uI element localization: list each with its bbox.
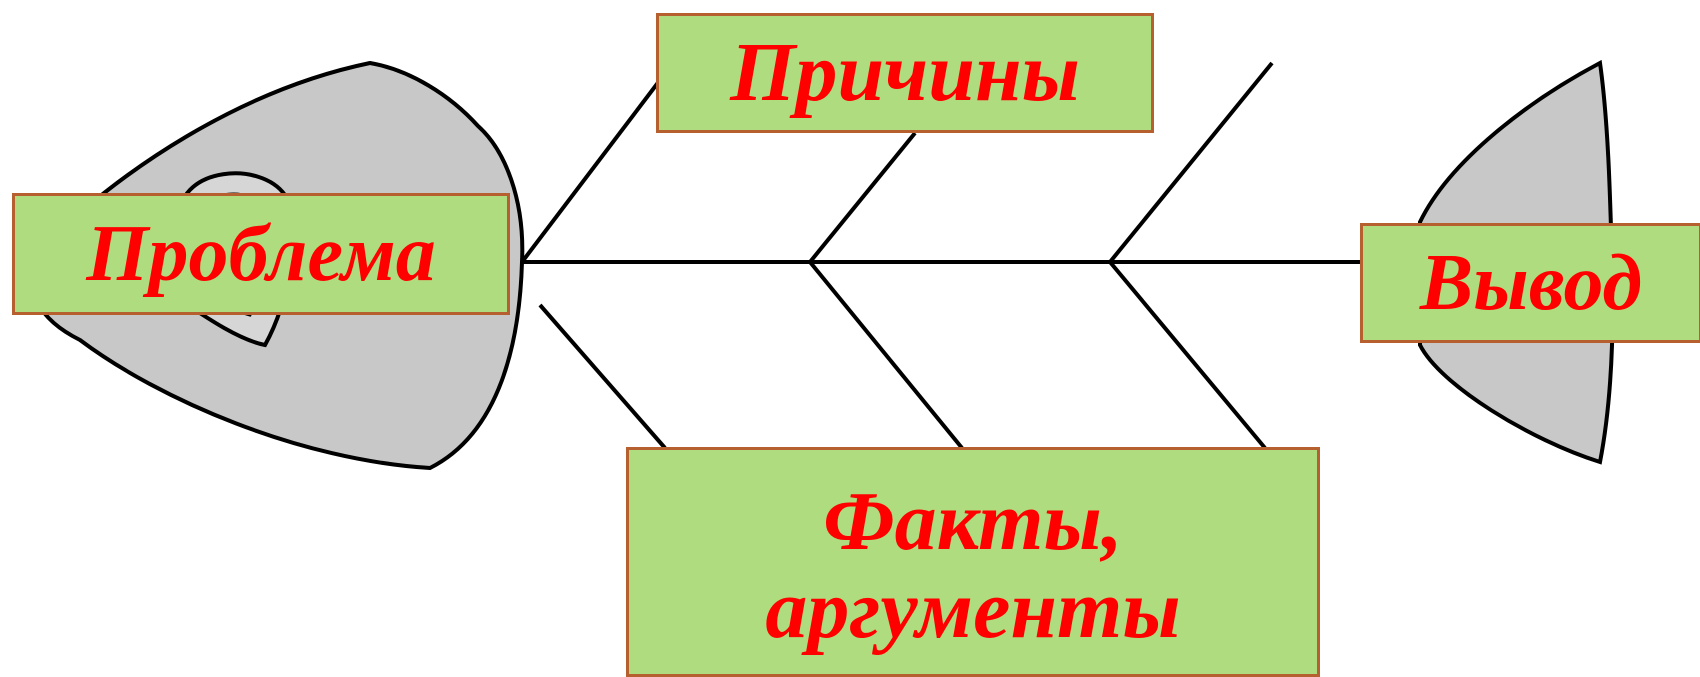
upper-bone-3 — [1108, 61, 1274, 264]
lower-bone-2 — [808, 260, 964, 450]
problem-label-box: Проблема — [12, 193, 510, 315]
result-label: Вывод — [1419, 239, 1643, 327]
lower-bone-1 — [538, 303, 667, 450]
facts-label-line-2: аргументы — [765, 563, 1181, 656]
lower-bone-3 — [1108, 260, 1267, 450]
result-label-box: Вывод — [1360, 223, 1700, 343]
facts-label-line-1: Факты, — [823, 474, 1123, 568]
causes-label-box: Причины — [656, 13, 1154, 133]
problem-label: Проблема — [86, 210, 436, 298]
upper-bone-2 — [808, 131, 917, 264]
causes-label: Причины — [730, 25, 1080, 119]
upper-bone-1 — [520, 78, 662, 264]
facts-label-box: Факты, аргументы — [626, 447, 1320, 677]
